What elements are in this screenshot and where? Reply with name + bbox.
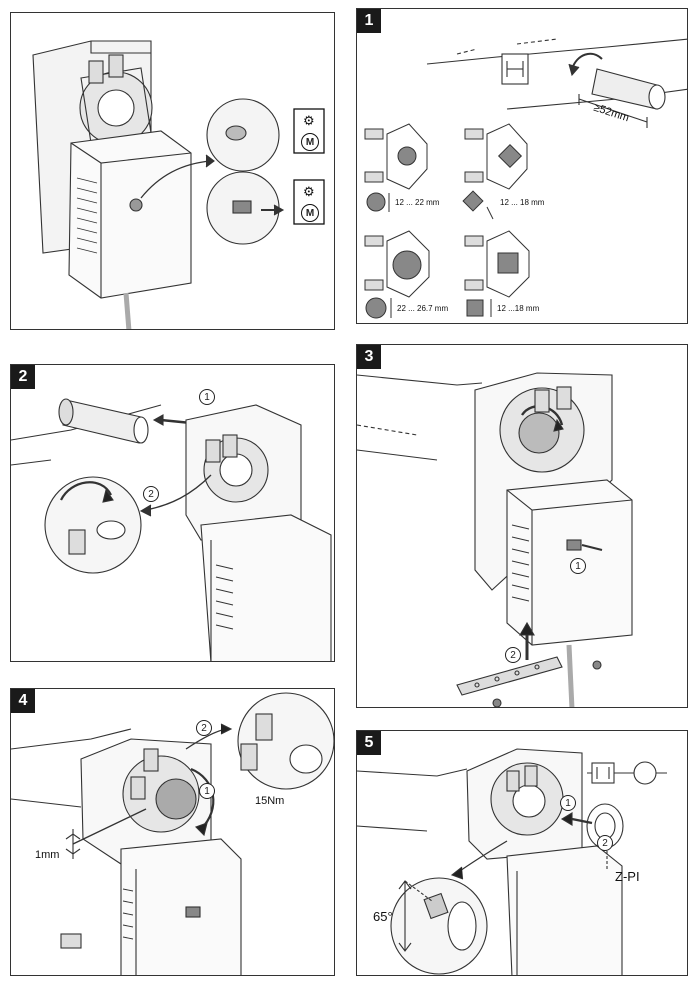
callout-2: 2 bbox=[597, 835, 613, 851]
step3-illustration bbox=[357, 372, 633, 707]
step4-panel: 4 bbox=[10, 688, 335, 976]
callout-2: 2 bbox=[143, 486, 159, 502]
intro-panel: M M ⚙ ⚙ bbox=[10, 12, 335, 330]
manual-mode-icon-bottom: M bbox=[301, 204, 319, 222]
angle-label: 65° bbox=[373, 909, 393, 924]
gear-icon-bottom: ⚙ bbox=[303, 184, 315, 199]
manual-mark-label-bottom: M bbox=[305, 207, 315, 219]
step3-panel: 3 bbox=[356, 344, 688, 708]
manual-mode-icon-top: M bbox=[301, 133, 319, 151]
callout-1: 1 bbox=[199, 389, 215, 405]
step-number-badge: 1 bbox=[357, 9, 381, 33]
round-shaft-large-range: 22 ... 26.7 mm bbox=[397, 304, 449, 313]
round-shaft-small-range: 12 ... 22 mm bbox=[395, 198, 440, 207]
step1-illustration bbox=[364, 38, 687, 319]
step4-illustration bbox=[11, 692, 334, 975]
gear-icon-top: ⚙ bbox=[303, 113, 315, 128]
step1-panel: 1 bbox=[356, 8, 688, 324]
step5-panel: 5 bbox=[356, 730, 688, 976]
part-label: Z-PI bbox=[615, 869, 640, 884]
step2-panel: 2 bbox=[10, 364, 335, 662]
step5-illustration bbox=[357, 748, 667, 975]
callout-1: 1 bbox=[560, 795, 576, 811]
intro-illustration bbox=[32, 40, 325, 329]
step-number-badge: 2 bbox=[11, 365, 35, 389]
step2-illustration bbox=[11, 398, 332, 661]
torque-label: 15Nm bbox=[255, 795, 285, 807]
callout-1: 1 bbox=[199, 783, 215, 799]
callout-2: 2 bbox=[505, 647, 521, 663]
manual-mark-label-top: M bbox=[305, 136, 315, 148]
gap-label: 1mm bbox=[35, 849, 60, 861]
callout-2: 2 bbox=[196, 720, 212, 736]
step-number-badge: 3 bbox=[357, 345, 381, 369]
step-number-badge: 4 bbox=[11, 689, 35, 713]
callout-1: 1 bbox=[570, 558, 586, 574]
step-number-badge: 5 bbox=[357, 731, 381, 755]
square-shaft-large-range: 12 ...18 mm bbox=[497, 304, 540, 313]
square-shaft-small-range: 12 ... 18 mm bbox=[500, 198, 545, 207]
